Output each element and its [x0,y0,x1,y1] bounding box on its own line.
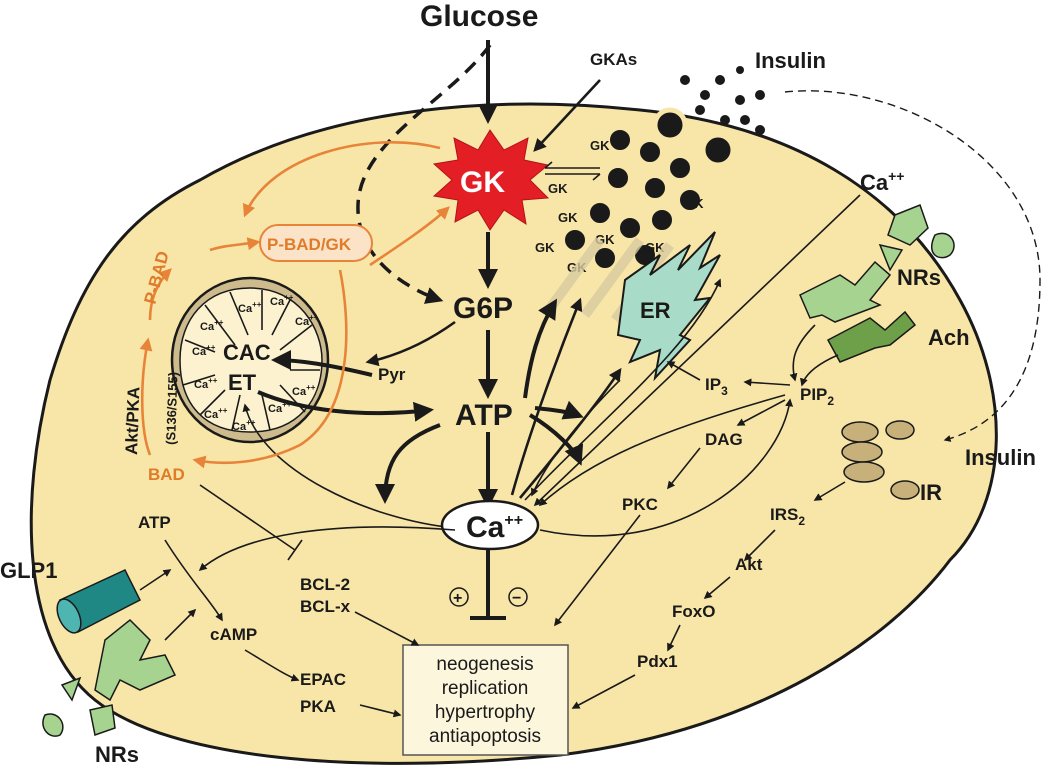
outcome-box [402,644,569,756]
svg-text:Ca++: Ca++ [192,343,216,358]
insulin-right-label: Insulin [965,445,1036,470]
gk-star [432,129,550,231]
glp1-receptor [56,569,142,634]
atp-center-label: ATP [455,399,513,432]
svg-text:Ca++: Ca++ [238,300,262,315]
svg-text:neogenesis: neogenesis [436,654,533,675]
atp-left-label: ATP [138,513,171,532]
svg-text:antiapoptosis: antiapoptosis [429,726,541,747]
endoplasmic-reticulum [616,231,721,382]
svg-text:GK: GK [590,138,610,153]
s136-label: (S136/S155) [163,372,181,445]
svg-text:−: − [512,590,521,607]
svg-text:replication: replication [442,678,529,699]
gkas-label: GKAs [590,50,637,69]
gk-label: GK [460,166,505,199]
insulin-feedback-arrow [784,90,1041,442]
calcium-center-oval [440,499,540,551]
insulin-receptor [841,420,920,500]
svg-text:hypertrophy: hypertrophy [435,702,536,723]
dag-label: DAG [705,430,743,449]
svg-text:Ca++: Ca++ [270,293,294,308]
nr-ligands-left [42,676,116,737]
svg-text:GK: GK [558,210,578,225]
er-label: ER [640,298,671,323]
pyr-label: Pyr [378,365,406,384]
glucose-label: Glucose [420,0,538,33]
g6p-label: G6P [453,292,513,325]
svg-text:GK: GK [548,181,568,196]
inhibition-bar [287,539,303,561]
nrs-left-label: NRs [95,742,139,767]
receptor-arrows [554,324,839,627]
bad-inhibition [199,484,296,551]
svg-text:Ca++: Ca++ [295,313,319,328]
svg-text:Ca++: Ca++ [268,400,292,415]
camp-label: cAMP [210,625,257,644]
pkc-label: PKC [622,495,658,514]
mitochondrion: Ca++ Ca++ Ca++ Ca++ Ca++ Ca++ Ca++ Ca++ … [170,276,330,444]
akt-label: Akt [735,555,763,574]
metabolic-arrows [257,40,601,620]
nrs-right-label: NRs [897,265,941,290]
svg-text:+: + [453,590,462,607]
svg-text:Ca++: Ca++ [194,376,218,391]
foxo-label: FoxO [672,602,715,621]
svg-text:Ca++: Ca++ [292,383,316,398]
calcium-top-label: Ca++ [860,168,904,195]
bad-label: BAD [148,465,185,484]
p-bad-gk-box [259,224,373,262]
outcome-labels: neogenesis replication hypertrophy antia… [429,654,541,747]
cac-label: CAC [223,340,271,365]
irs2-label: IRS2 [770,505,805,528]
nr-receptor-left [94,618,177,702]
pdx1-label: Pdx1 [637,652,678,671]
epac-label: EPAC [300,670,346,689]
nr-receptor-right [799,260,892,323]
p-bad-gk-label: P-BAD/GK [267,235,352,254]
mito-calcium-labels: Ca++ Ca++ Ca++ Ca++ Ca++ Ca++ Ca++ Ca++ … [192,293,319,433]
svg-text:Ca++: Ca++ [200,318,224,333]
irs-pathway-arrows [571,481,846,709]
bad-pathway [139,141,450,469]
et-label: ET [228,370,257,395]
minus-symbol: − [508,587,528,607]
akt-pka-label: Akt/PKA [122,387,143,456]
svg-text:Ca++: Ca++ [204,406,228,421]
ip3-label: IP3 [705,375,728,398]
insulin-granules [652,66,765,168]
plus-symbol: + [449,587,469,607]
insulin-top-label: Insulin [755,48,826,73]
ach-label: Ach [928,325,970,350]
glp1-label: GLP1 [0,558,57,583]
svg-text:GK: GK [684,196,704,211]
svg-text:GK: GK [535,240,555,255]
bclx-label: BCL-x [300,597,351,616]
pka-label: PKA [300,697,336,716]
ir-label: IR [920,480,942,505]
nr-ligands-right [878,204,955,272]
bcl2-label: BCL-2 [300,575,350,594]
pip2-label: PIP2 [800,385,834,408]
left-pathway-arrows [139,526,456,718]
ach-receptor [826,310,917,363]
calcium-center-label: Ca++ [466,511,523,544]
atp-output-arrows [242,194,861,537]
